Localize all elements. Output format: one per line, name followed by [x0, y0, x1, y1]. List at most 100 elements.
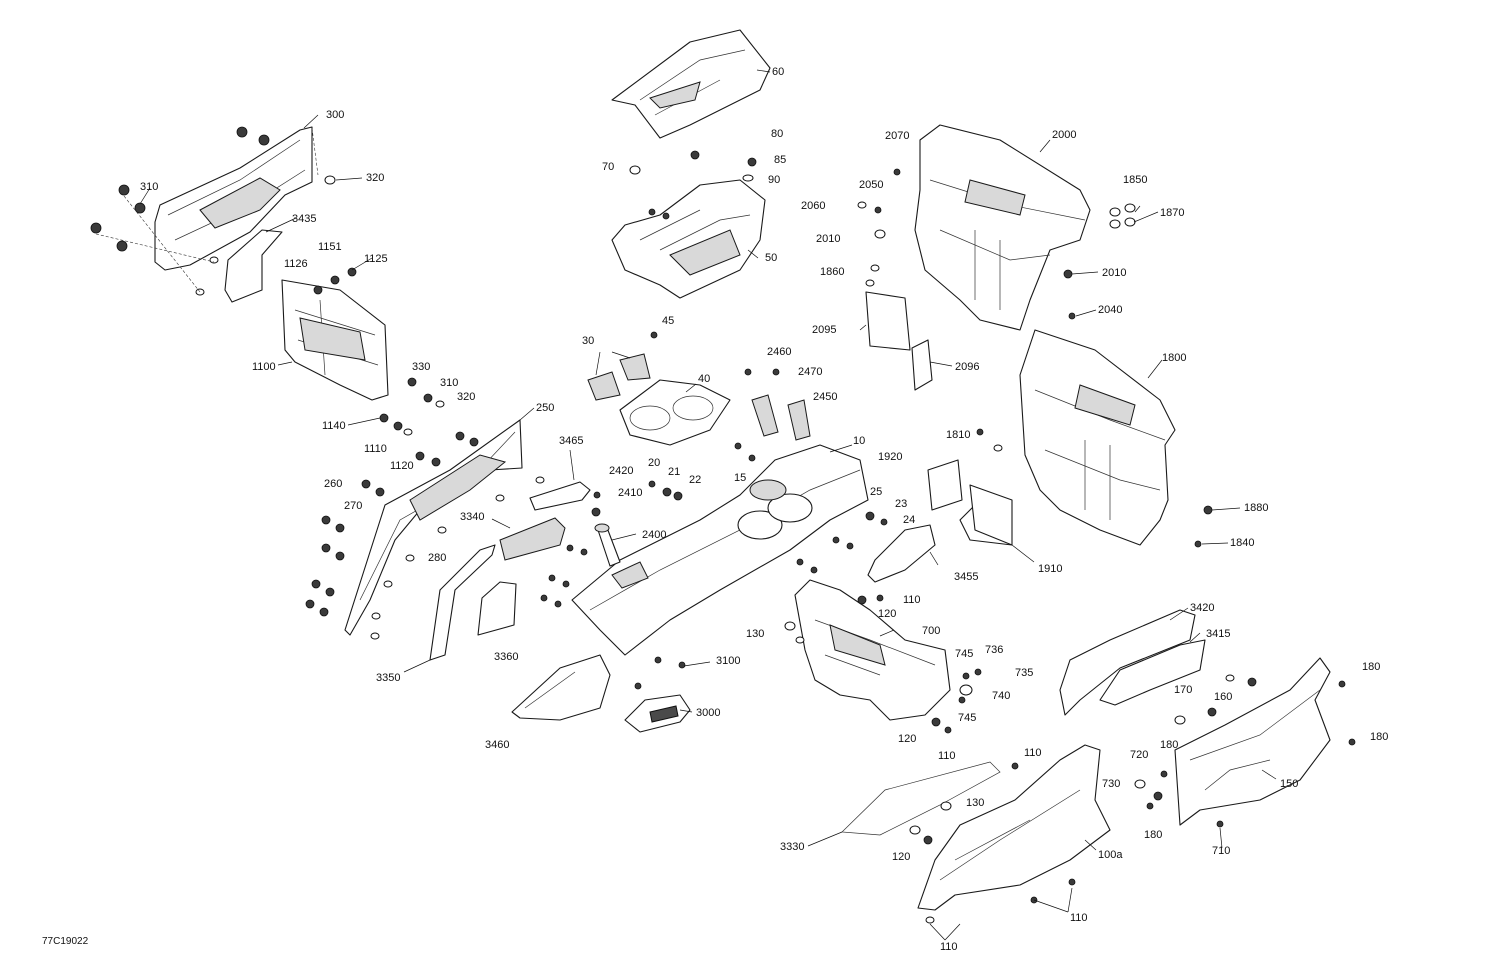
callout-label: 90: [768, 174, 780, 186]
handle-2400: [594, 523, 621, 567]
trim-3465: [529, 481, 591, 511]
inserts-30: [587, 353, 651, 401]
callout-label: 2010: [1102, 267, 1126, 279]
callout-label: 300: [326, 109, 344, 121]
callout-label: 320: [366, 172, 384, 184]
callout-label: 25: [870, 486, 882, 498]
rear-bulkhead-1800: [976, 329, 1213, 548]
callout-label: 730: [1102, 778, 1120, 790]
callout-label: 10: [853, 435, 865, 447]
console-cover-60: [611, 29, 771, 139]
callout-label: 15: [734, 472, 746, 484]
console-tray-50: [611, 150, 766, 299]
callout-label: 85: [774, 154, 786, 166]
callout-label: 2450: [813, 391, 837, 403]
front-panel-700: [784, 579, 952, 734]
callout-label: 110: [938, 750, 956, 762]
callout-label: 23: [895, 498, 907, 510]
callout-label: 736: [985, 644, 1003, 656]
trim-3415: [1099, 639, 1206, 706]
callout-label: 320: [457, 391, 475, 403]
callout-label: 1800: [1162, 352, 1186, 364]
handles-2450: [744, 368, 811, 441]
callout-label: 80: [771, 128, 783, 140]
callout-label: 745: [955, 648, 973, 660]
trim-3360: [477, 581, 517, 636]
callout-label: 3100: [716, 655, 740, 667]
callout-label: 160: [1214, 691, 1232, 703]
fasteners-1100: [313, 267, 445, 436]
callout-label: 1920: [878, 451, 902, 463]
callout-label: 1860: [820, 266, 844, 278]
side-panel-250: [344, 419, 523, 636]
callout-label: 3415: [1206, 628, 1230, 640]
callout-label: 110: [1070, 912, 1088, 924]
callout-label: 60: [772, 66, 784, 78]
callout-label: 2050: [859, 179, 883, 191]
callout-label: 250: [536, 402, 554, 414]
console-lid-40: [619, 331, 731, 446]
front-fender-100a: [909, 744, 1111, 924]
callout-label: 22: [689, 474, 701, 486]
callout-label: 2095: [812, 324, 836, 336]
rear-bulkhead-2000: [914, 124, 1091, 331]
rear-side-panel-300: [154, 126, 319, 271]
center-console-10: [571, 444, 869, 656]
trim-3350: [429, 544, 496, 661]
callout-label: 20: [648, 457, 660, 469]
callout-label: 100a: [1098, 849, 1123, 861]
callout-label: 110: [1024, 747, 1042, 759]
fasteners-console: [540, 442, 888, 664]
callout-label: 735: [1015, 667, 1033, 679]
trim-3420: [1059, 609, 1196, 716]
callout-labels: 300 320 310 3435 1151 1125 1126 1100 330…: [140, 66, 1388, 953]
callout-label: 260: [324, 478, 342, 490]
leader-lines: [139, 69, 1277, 941]
callout-label: 3435: [292, 213, 316, 225]
callout-label: 2070: [885, 130, 909, 142]
callout-label: 1810: [946, 429, 970, 441]
callout-label: 1125: [364, 253, 388, 265]
callout-label: 180: [1144, 829, 1162, 841]
callout-label: 1850: [1123, 174, 1147, 186]
trim-3340: [499, 517, 566, 561]
callout-label: 720: [1130, 749, 1148, 761]
diagram-code: 77C19022: [42, 936, 89, 947]
callout-label: 110: [940, 941, 958, 953]
liner-3330: [841, 761, 1001, 836]
callout-label: 180: [1362, 661, 1380, 673]
callout-label: 180: [1370, 731, 1388, 743]
callout-label: 2410: [618, 487, 642, 499]
callout-label: 21: [668, 466, 680, 478]
callout-label: 710: [1212, 845, 1230, 857]
callout-label: 110: [903, 594, 921, 606]
callout-label: 150: [1280, 778, 1298, 790]
callout-label: 2096: [955, 361, 979, 373]
bracket-3000: [624, 661, 691, 733]
callout-label: 1880: [1244, 502, 1268, 514]
bracket-745: [958, 668, 982, 704]
callout-label: 3460: [485, 739, 509, 751]
plates-1920-1910: [927, 459, 1013, 546]
callout-label: 280: [428, 552, 446, 564]
callout-label: 310: [440, 377, 458, 389]
trim-3455: [867, 524, 936, 583]
callout-label: 1840: [1230, 537, 1254, 549]
callout-label: 3420: [1190, 602, 1214, 614]
callout-label: 170: [1174, 684, 1192, 696]
callout-label: 2000: [1052, 129, 1076, 141]
callout-label: 1120: [390, 460, 414, 472]
callout-label: 120: [898, 733, 916, 745]
callout-label: 2060: [801, 200, 825, 212]
side-panel-1100: [281, 279, 389, 401]
callout-label: 270: [344, 500, 362, 512]
callout-label: 30: [582, 335, 594, 347]
callout-label: 2040: [1098, 304, 1122, 316]
callout-label: 3360: [494, 651, 518, 663]
callout-label: 740: [992, 690, 1010, 702]
callout-label: 180: [1160, 739, 1178, 751]
fasteners-2000: [857, 168, 1136, 320]
callout-label: 2470: [798, 366, 822, 378]
callout-label: 1910: [1038, 563, 1062, 575]
